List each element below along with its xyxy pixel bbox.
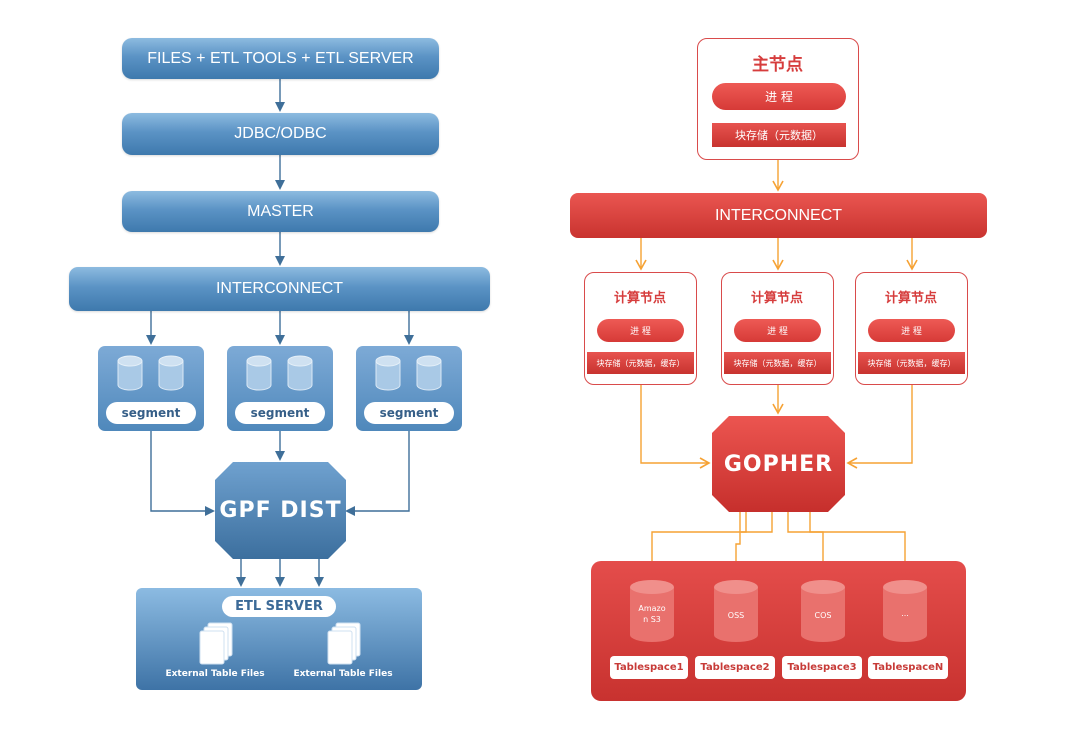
database-icon xyxy=(416,355,442,391)
interconnect-bar-left: INTERCONNECT xyxy=(69,267,490,311)
files-etl-box: FILES + ETL TOOLS + ETL SERVER xyxy=(122,38,439,79)
storage-rect: 块存储（元数据，缓存） xyxy=(724,352,831,374)
external-table-files-label: External Table Files xyxy=(293,669,393,679)
database-icon xyxy=(630,580,674,642)
compute-node-3: 计算节点 进 程 块存储（元数据，缓存） xyxy=(855,272,968,385)
jdbc-odbc-label: JDBC/ODBC xyxy=(234,125,327,142)
line-gopher-join xyxy=(741,512,773,533)
master-label: MASTER xyxy=(247,202,314,220)
tablespace-storage-box: Amazo n S3 OSS COS ... Tablespace1 Table… xyxy=(591,561,966,701)
compute-node-title: 计算节点 xyxy=(613,291,666,306)
jdbc-odbc-box: JDBC/ODBC xyxy=(122,113,439,155)
process-pill: 进 程 xyxy=(734,319,821,342)
gopher-hub: GOPHER xyxy=(712,416,845,512)
compute-node-2: 计算节点 进 程 块存储（元数据，缓存） xyxy=(721,272,834,385)
octagon-shape xyxy=(712,416,845,512)
storage-rect: 块存储（元数据，缓存） xyxy=(858,352,965,374)
segment-node-3: segment xyxy=(356,346,462,431)
storage-cylinder-cos: COS xyxy=(798,579,848,643)
process-pill: 进 程 xyxy=(712,83,846,110)
tablespace-label: Tablespace1 xyxy=(610,656,688,679)
etl-server-box: ETL SERVER External Table Files External… xyxy=(136,588,422,690)
segment-label: segment xyxy=(364,402,454,424)
database-icon xyxy=(801,580,845,642)
database-icon xyxy=(246,355,272,391)
database-icon xyxy=(158,355,184,391)
compute-node-title: 计算节点 xyxy=(750,291,803,306)
gpfdist-hub: GPF DIST xyxy=(215,462,346,559)
line-gopher-to-n xyxy=(809,512,906,561)
octagon-shape xyxy=(215,462,346,559)
database-icon xyxy=(117,355,143,391)
line-gopher-to-cos xyxy=(787,512,824,561)
line-gopher-to-oss xyxy=(735,512,741,561)
etl-server-label: ETL SERVER xyxy=(222,596,336,617)
store-label: Amazo n S3 xyxy=(638,604,666,624)
segment-label: segment xyxy=(106,402,196,424)
arrow-compute1-to-gopher xyxy=(640,385,711,469)
segment-label: segment xyxy=(235,402,325,424)
database-icon xyxy=(375,355,401,391)
gpfdist-label: GPF DIST xyxy=(219,498,342,523)
right-arrows xyxy=(635,160,918,561)
storage-rect: 块存储（元数据） xyxy=(712,123,846,147)
arrow-seg3-to-gpf xyxy=(345,431,410,516)
interconnect-label-right: INTERCONNECT xyxy=(714,206,843,224)
storage-cylinder-oss: OSS xyxy=(711,579,761,643)
segment-node-2: segment xyxy=(227,346,333,431)
interconnect-bar-right: INTERCONNECT xyxy=(570,193,987,238)
store-label: COS xyxy=(814,611,832,620)
master-node-title: 主节点 xyxy=(752,55,803,75)
compute-node-title: 计算节点 xyxy=(884,291,937,306)
left-arrows xyxy=(146,79,414,587)
tablespace-label: Tablespace3 xyxy=(782,656,862,679)
external-table-files-label: External Table Files xyxy=(165,669,265,679)
gopher-label: GOPHER xyxy=(723,451,834,477)
interconnect-label-left: INTERCONNECT xyxy=(215,280,344,297)
line-gopher-to-s3 xyxy=(651,512,747,561)
store-label: ... xyxy=(901,609,909,618)
store-label: OSS xyxy=(727,611,745,620)
arrow-compute3-to-gopher xyxy=(846,385,913,469)
arrow-seg1-to-gpf xyxy=(150,431,215,516)
files-etl-label: FILES + ETL TOOLS + ETL SERVER xyxy=(147,49,414,67)
storage-rect: 块存储（元数据，缓存） xyxy=(587,352,694,374)
database-icon xyxy=(287,355,313,391)
storage-cylinder-s3: Amazo n S3 xyxy=(627,579,677,643)
segment-node-1: segment xyxy=(98,346,204,431)
process-pill: 进 程 xyxy=(868,319,955,342)
database-icon xyxy=(883,580,927,642)
tablespace-label: TablespaceN xyxy=(868,656,948,679)
file-stack-icon xyxy=(327,622,361,665)
master-node: 主节点 进 程 块存储（元数据） xyxy=(697,38,859,160)
tablespace-label: Tablespace2 xyxy=(695,656,775,679)
process-pill: 进 程 xyxy=(597,319,684,342)
master-box: MASTER xyxy=(122,191,439,232)
file-stack-icon xyxy=(199,622,233,665)
storage-cylinder-more: ... xyxy=(880,579,930,643)
database-icon xyxy=(714,580,758,642)
compute-node-1: 计算节点 进 程 块存储（元数据，缓存） xyxy=(584,272,697,385)
